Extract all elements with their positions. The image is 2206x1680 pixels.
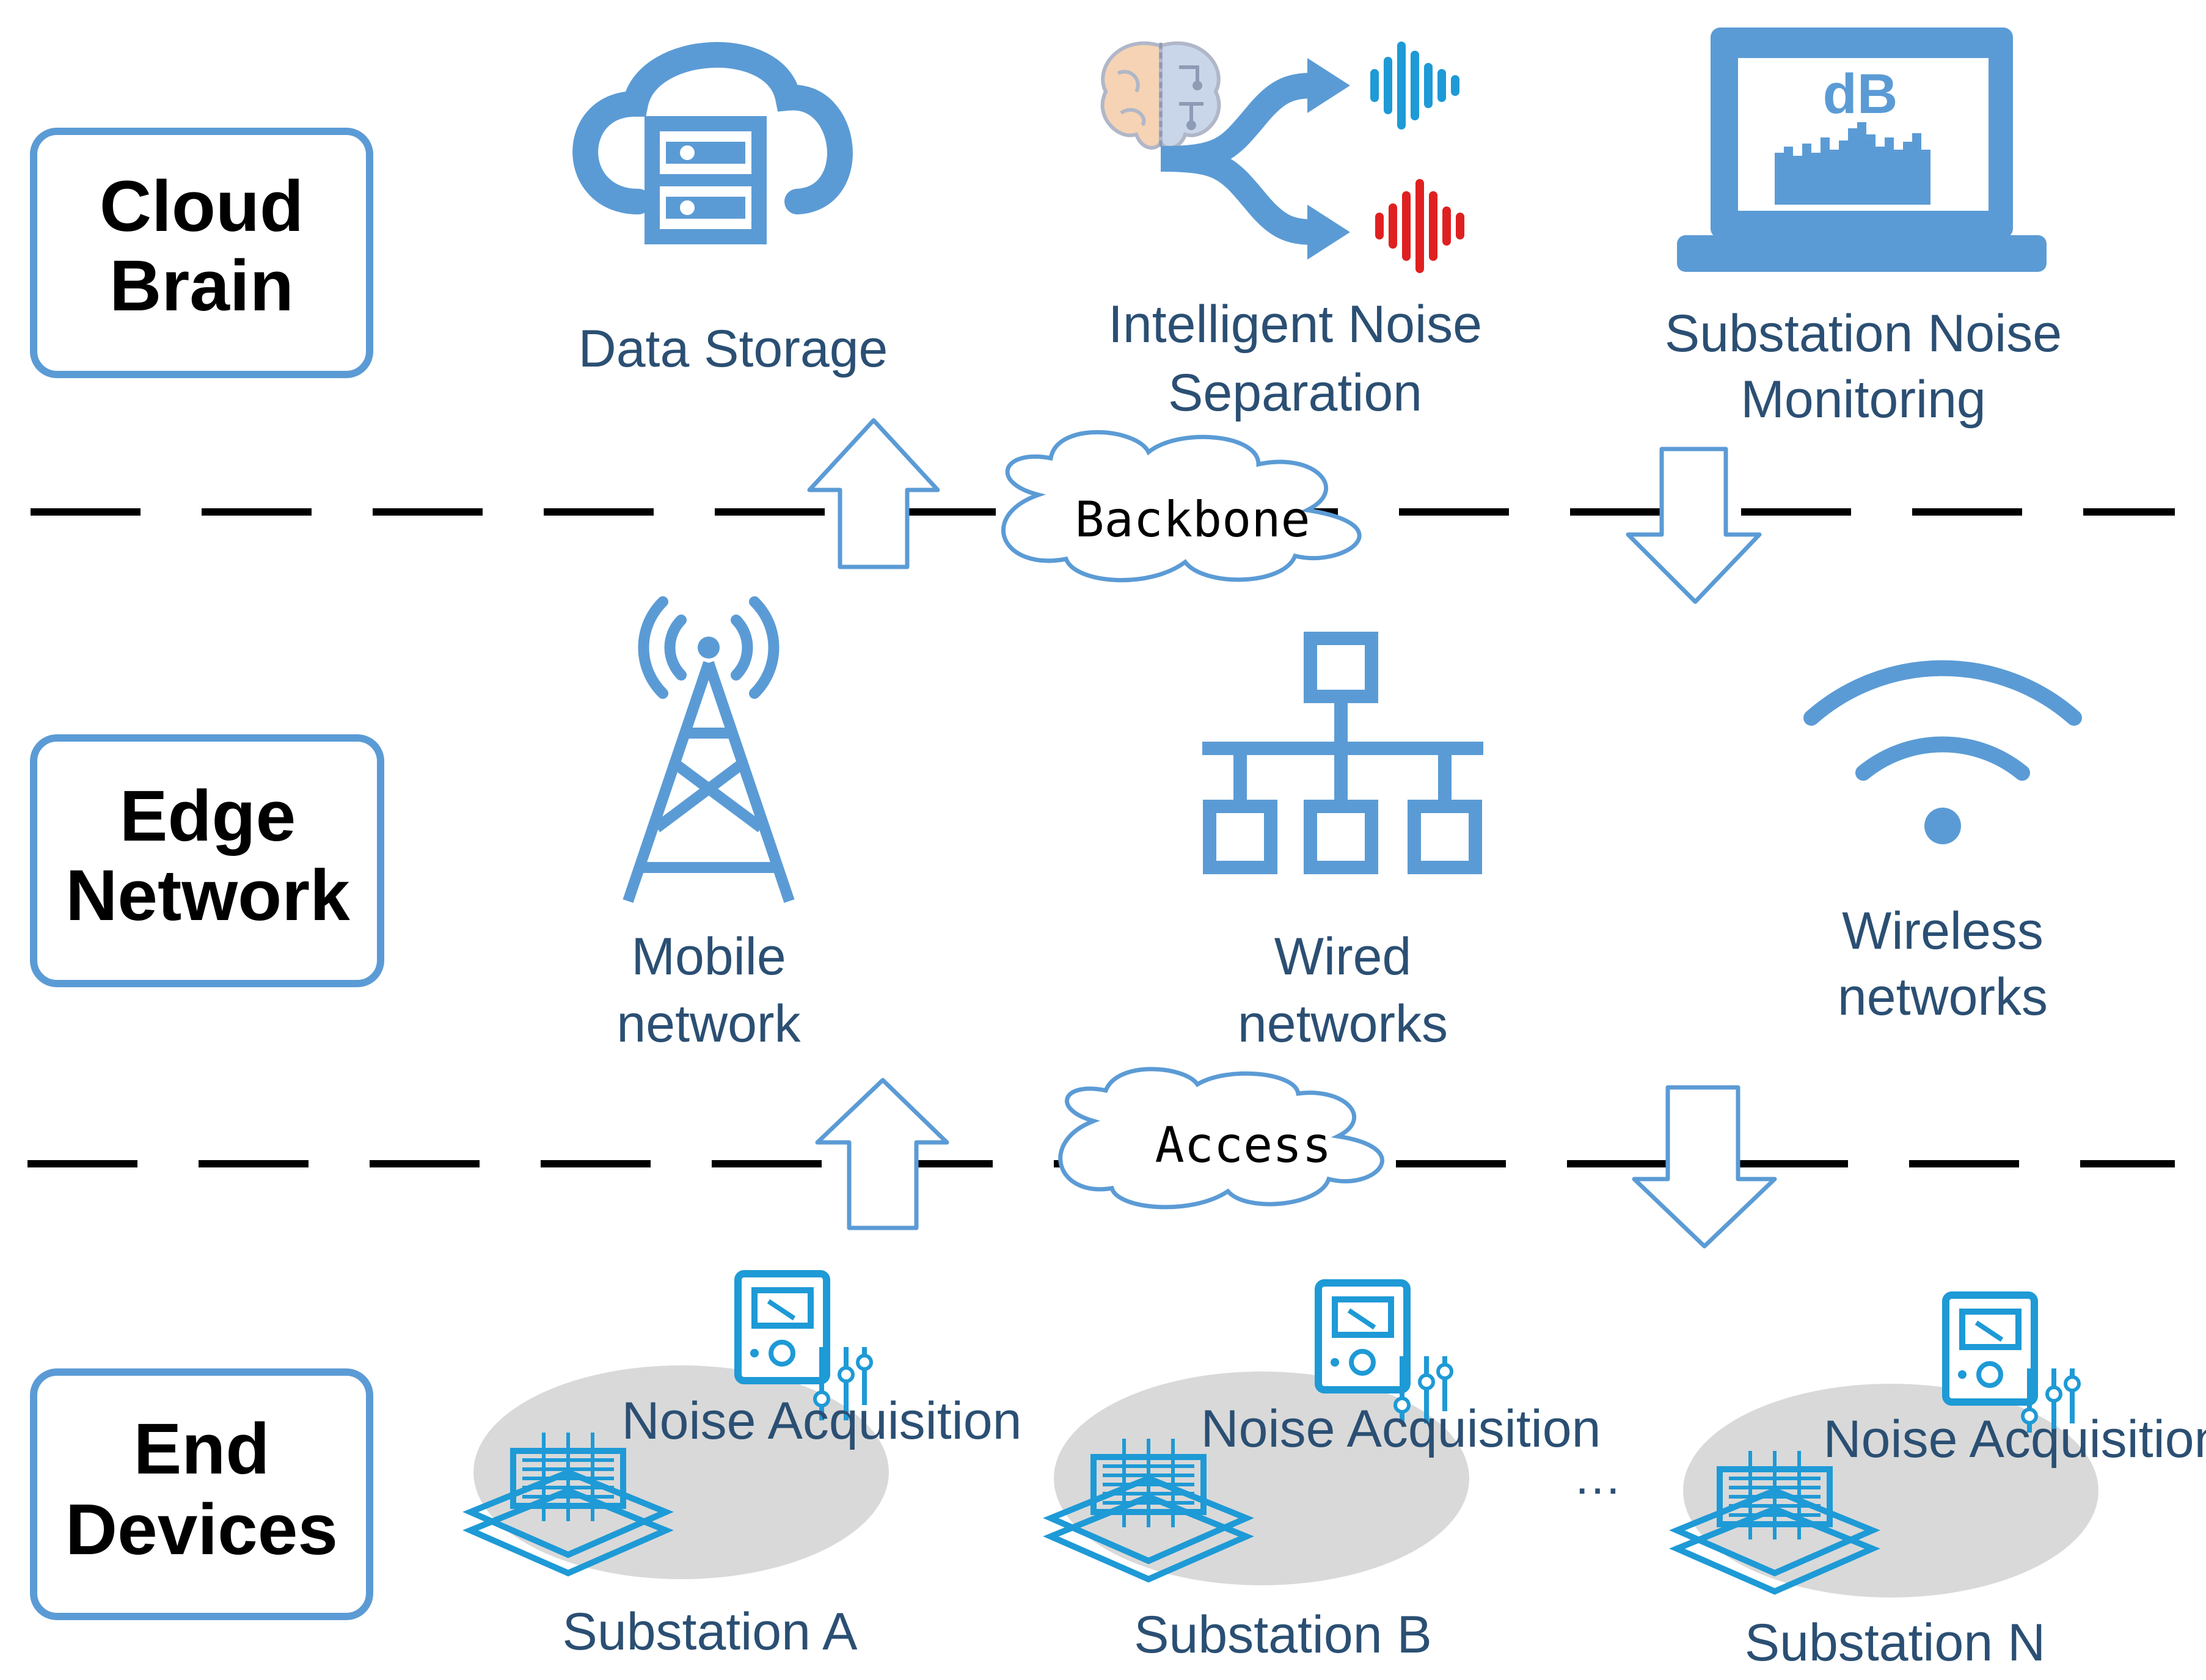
noise-meter-icon [734, 1270, 873, 1420]
substation-a: Noise Acquisition Substation A [462, 1270, 1022, 1661]
wifi-icon [1803, 660, 2082, 844]
up-arrow-backbone [807, 418, 940, 569]
laptop-monitor-icon: dB [1677, 27, 2047, 272]
db-badge: dB [1823, 63, 1898, 125]
substation-a-area [473, 1365, 889, 1579]
label-data-storage: Data Storage [579, 320, 888, 378]
label-noise-acquisition-a: Noise Acquisition [622, 1392, 1022, 1450]
sound-wave-red-icon [1375, 179, 1464, 273]
cell-tower-icon [623, 596, 795, 903]
wired-network-icon [1202, 632, 1483, 874]
label-substation-a: Substation A [563, 1602, 858, 1661]
label-noise-acquisition-b: Noise Acquisition [1201, 1400, 1601, 1458]
transformer-icon [1043, 1439, 1254, 1583]
label-backbone: Backbone [1075, 491, 1310, 548]
transformer-icon [1669, 1451, 1880, 1595]
down-arrow-backbone [1626, 447, 1762, 604]
up-arrow-access [815, 1078, 949, 1230]
substation-n-area [1683, 1384, 2098, 1598]
label-noise-acquisition-n: Noise Acquisition [1824, 1410, 2206, 1469]
down-arrow-access [1632, 1085, 1777, 1249]
label-access: Access [1155, 1117, 1332, 1174]
ellipsis-more-substations: … [1573, 1450, 1622, 1504]
noise-meter-icon [1942, 1291, 2081, 1433]
substation-b: Noise Acquisition Substation B [1043, 1279, 1601, 1664]
noise-meter-icon [1315, 1279, 1453, 1423]
backbone-cloud: Backbone [1001, 430, 1362, 583]
brain-icon [1100, 41, 1221, 150]
split-arrow-icon [1160, 58, 1350, 260]
noise-level-bars-icon [1775, 122, 1930, 205]
label-substation-n: Substation N [1745, 1613, 2045, 1672]
access-cloud: Access [1058, 1067, 1384, 1210]
substation-n: Noise Acquisition Substation N [1669, 1291, 2206, 1672]
substation-b-area [1054, 1371, 1469, 1585]
label-substation-b: Substation B [1134, 1605, 1432, 1664]
sound-wave-blue-icon [1370, 42, 1459, 130]
cloud-storage-icon [572, 42, 853, 244]
transformer-icon [462, 1433, 674, 1577]
